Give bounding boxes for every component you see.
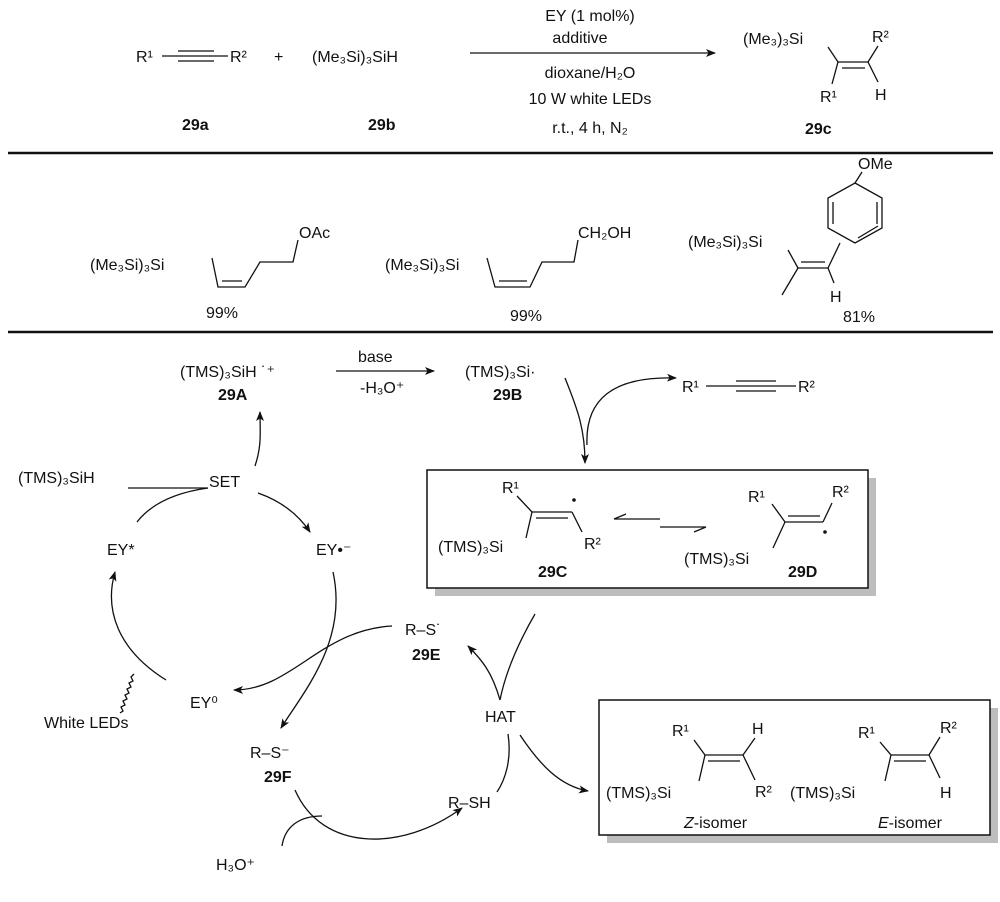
isomer-label: E-isomer xyxy=(878,815,943,832)
hat-to-thiyl-arrow xyxy=(467,645,501,701)
hat-label: HAT xyxy=(485,709,516,726)
r1: R¹ xyxy=(858,725,875,742)
h: H xyxy=(752,721,764,738)
triple-bond xyxy=(706,380,796,392)
label-29a: 29a xyxy=(182,117,209,134)
example-yield: 99% xyxy=(206,305,238,322)
set-to-ey-arrow xyxy=(257,492,311,533)
example-si-group: (Me₃Si)₃Si xyxy=(688,234,762,251)
alkyne-r1: R¹ xyxy=(682,379,699,396)
alkyne-r2: R² xyxy=(230,49,248,66)
product-isomers-box xyxy=(598,699,991,836)
thiolate-29F: R–S⁻ xyxy=(250,745,290,762)
example-group: OMe xyxy=(858,156,893,173)
mechanism: (TMS)₃SiH ˙⁺ 29A base -H₃O⁺ (TMS)₃Si· 29… xyxy=(18,349,998,874)
hydronium: H₃O⁺ xyxy=(216,857,255,874)
example-yield: 81% xyxy=(843,309,875,326)
label-29A: 29A xyxy=(218,387,248,404)
radical-addition-arrow xyxy=(564,377,589,464)
h: H xyxy=(940,785,952,802)
r2: R² xyxy=(584,536,602,553)
label-29B: 29B xyxy=(493,387,522,404)
ey-to-thiolate-arrow xyxy=(280,571,337,729)
example-si-group: (Me₃Si)₃Si xyxy=(90,257,164,274)
reaction-conditions: EY (1 mol%) additive dioxane/H₂O 10 W wh… xyxy=(529,8,652,137)
condition-catalyst: EY (1 mol%) xyxy=(545,8,635,25)
product-si-group: (Me₃)₃Si xyxy=(743,31,803,48)
label-29D: 29D xyxy=(788,564,817,581)
product-r2: R² xyxy=(872,29,890,46)
equilibrium-arrows xyxy=(613,513,707,533)
label-29E: 29E xyxy=(412,647,441,664)
condition-solvent: dioxane/H₂O xyxy=(545,65,636,82)
thiyl-to-ey-arrow xyxy=(233,625,393,694)
thiol: R–SH xyxy=(448,795,491,812)
z-isomer: R¹ H (TMS)₃Si R² Z-isomer xyxy=(606,721,773,832)
white-leds-label: White LEDs xyxy=(44,715,128,732)
product-h: H xyxy=(875,87,887,104)
example-si-group: (Me₃Si)₃Si xyxy=(385,257,459,274)
thiyl-radical-29E: R–S˙ xyxy=(405,622,441,639)
product-r1: R¹ xyxy=(820,89,837,106)
radical-to-hat-line xyxy=(499,613,536,701)
radical-cation-29A: (TMS)₃SiH ˙⁺ xyxy=(180,364,275,381)
h3o-input-arc xyxy=(281,815,323,847)
label-29c: 29c xyxy=(805,121,832,138)
example-1: (Me₃Si)₃Si OAc 99% xyxy=(90,225,330,322)
r2: R² xyxy=(755,784,773,801)
excitation-arrow xyxy=(108,571,167,681)
base-label: base xyxy=(358,349,393,366)
vinyl-radical-box xyxy=(426,469,869,589)
light-wavy-icon xyxy=(119,673,135,714)
isomer-label: Z-isomer xyxy=(683,815,748,832)
r2: R² xyxy=(832,484,850,501)
ey-radical-anion: EY•⁻ xyxy=(316,542,351,559)
si-group: (TMS)₃Si xyxy=(790,785,855,802)
si-group: (TMS)₃Si xyxy=(606,785,671,802)
tms-silane: (TMS)₃SiH xyxy=(18,470,95,487)
si-group: (TMS)₃Si xyxy=(684,551,749,568)
silyl-radical-29B: (TMS)₃Si· xyxy=(465,364,536,381)
silane-reagent: (Me₃Si)₃SiH xyxy=(312,49,398,66)
condition-temp-time: r.t., 4 h, N₂ xyxy=(552,120,628,137)
condition-additive: additive xyxy=(552,30,607,47)
condition-light: 10 W white LEDs xyxy=(529,91,652,108)
r1: R¹ xyxy=(502,480,519,497)
label-29b: 29b xyxy=(368,117,396,134)
r1: R¹ xyxy=(748,489,765,506)
example-h: H xyxy=(830,289,842,306)
e-isomer: R¹ R² H (TMS)₃Si E-isomer xyxy=(790,720,958,832)
example-2: (Me₃Si)₃Si CH₂OH 99% xyxy=(385,225,631,325)
product-29c: (Me₃)₃Si R² R¹ H 29c xyxy=(743,29,890,138)
triple-bond xyxy=(162,50,228,62)
hat-to-product-arrow xyxy=(519,734,589,794)
set-label: SET xyxy=(209,474,240,491)
r2: R² xyxy=(940,720,958,737)
ey-excited: EY* xyxy=(107,542,135,559)
label-29C: 29C xyxy=(538,564,568,581)
minus-h3o-label: -H₃O⁺ xyxy=(360,380,404,397)
protonation-arrow xyxy=(294,789,463,840)
alkyne-r1: R¹ xyxy=(136,49,153,66)
thiol-to-hat-line xyxy=(496,733,510,793)
ey-star-to-set-arc xyxy=(136,487,209,523)
example-group: OAc xyxy=(299,225,330,242)
alkyne-r2: R² xyxy=(798,379,816,396)
alkyne-input-arrow xyxy=(586,373,677,446)
label-29F: 29F xyxy=(264,769,292,786)
si-group: (TMS)₃Si xyxy=(438,539,503,556)
set-to-29A-arrow xyxy=(254,411,265,467)
example-3: (Me₃Si)₃Si H OMe 81% xyxy=(688,156,893,326)
vinyl-radical-29C: R¹ R² (TMS)₃Si 29C xyxy=(438,480,602,581)
plus-sign: + xyxy=(274,49,283,66)
example-group: CH₂OH xyxy=(578,225,631,242)
example-yield: 99% xyxy=(510,308,542,325)
ey-ground: EY⁰ xyxy=(190,695,218,712)
vinyl-radical-29D: R¹ R² (TMS)₃Si 29D xyxy=(684,484,850,581)
reaction-equation: R¹ R² + (Me₃Si)₃SiH 29a 29b EY (1 mol%) … xyxy=(136,8,890,138)
r1: R¹ xyxy=(672,723,689,740)
